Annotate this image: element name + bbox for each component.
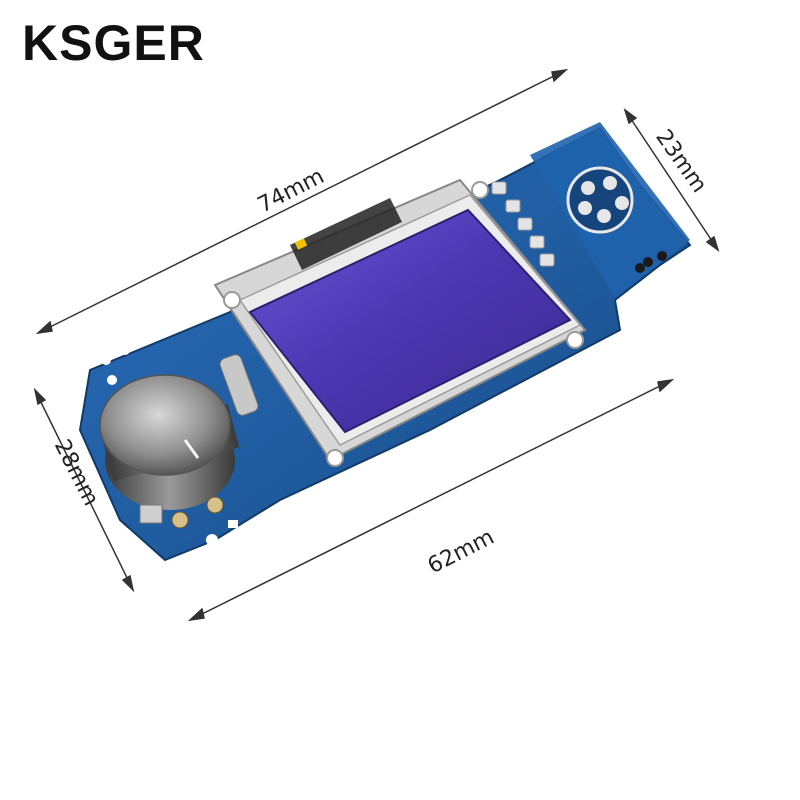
mounting-holes — [223, 181, 584, 467]
dimension-label-bottom: 62mm — [424, 525, 498, 579]
crystal-component — [219, 354, 259, 416]
dimension-lines — [33, 68, 720, 622]
knob-icon — [99, 374, 240, 529]
connector-icon — [566, 166, 667, 273]
brand-logo: KSGER — [22, 15, 205, 71]
screen-icon — [248, 208, 572, 434]
smd-pads — [101, 345, 238, 546]
header-pads — [491, 181, 555, 267]
dimension-label-top: 74mm — [254, 164, 328, 218]
